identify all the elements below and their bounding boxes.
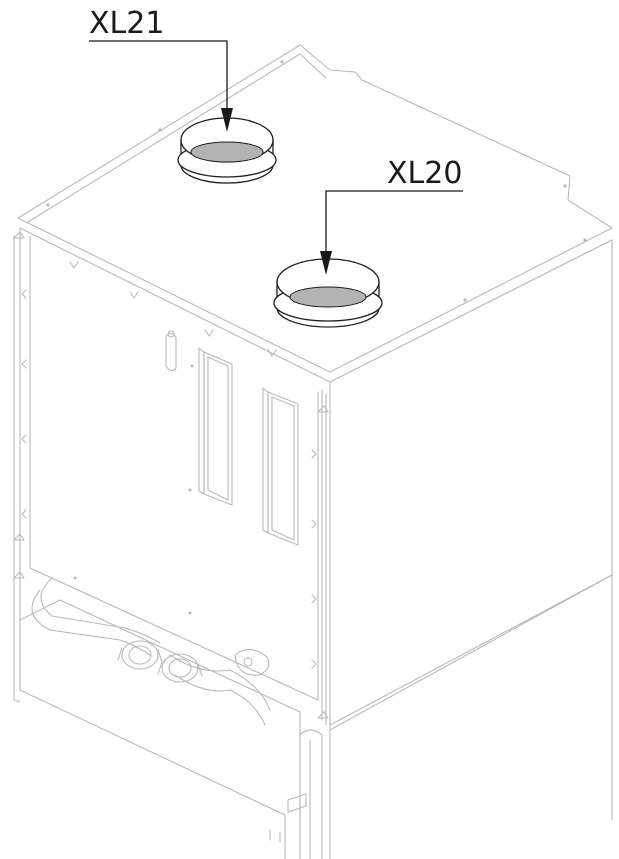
screw-hole: [158, 128, 162, 132]
screw-hole: [280, 60, 284, 64]
callout-label-xl21: XL21: [89, 6, 164, 41]
cabinet-top: [17, 44, 613, 373]
arrow-head: [320, 251, 332, 275]
screw-hole: [463, 298, 467, 302]
connector-block: [262, 387, 299, 546]
leader-line: [325, 190, 463, 262]
duct-collar-xl20: [273, 258, 383, 328]
leader-line: [89, 40, 228, 120]
connector-block: [198, 347, 233, 506]
keyhole-slot: [165, 332, 177, 372]
cabinet: [13, 44, 613, 859]
hose-compartment: [19, 577, 323, 859]
duct-collar-xl21: [177, 117, 277, 184]
callout-xl21: XL21: [89, 6, 233, 132]
callout-xl20: XL20: [320, 156, 463, 275]
callout-label-xl20: XL20: [387, 156, 462, 191]
arrow-head: [221, 108, 233, 132]
screw-hole: [46, 203, 50, 207]
screw-hole: [583, 238, 587, 242]
cabinet-front-face: [19, 227, 319, 701]
screw-hole: [563, 184, 567, 188]
